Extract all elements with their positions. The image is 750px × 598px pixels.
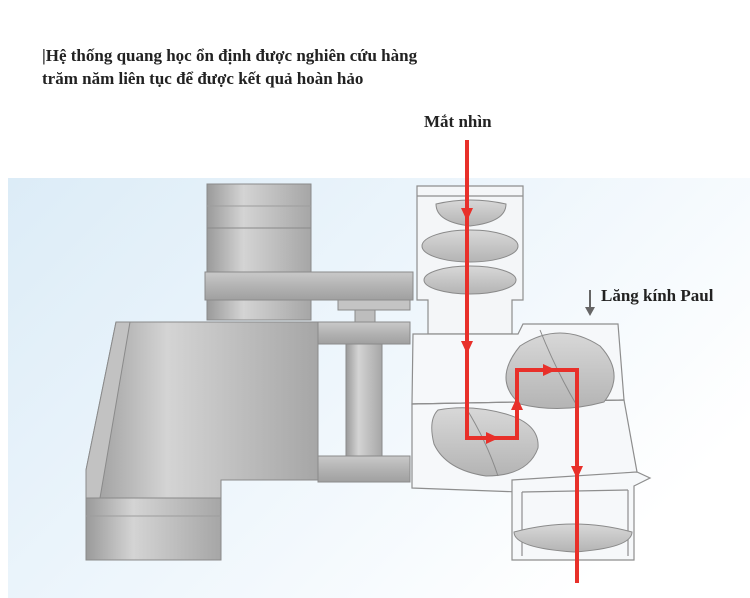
eyepiece-lens-group <box>421 199 519 295</box>
left-eyepiece-cylinder <box>206 183 312 321</box>
caption-text: |Hệ thống quang học ổn định được nghiên … <box>42 46 418 88</box>
central-focus-axle <box>317 321 411 483</box>
paul-prism-label: Lăng kính Paul <box>601 286 714 305</box>
paul-prism-pointer-arrow <box>585 290 595 316</box>
main-body-housing <box>85 321 319 561</box>
eye-label: Mắt nhìn <box>424 112 492 131</box>
light-path-arrowheads <box>461 208 583 479</box>
paul-prism-lower <box>431 407 539 477</box>
objective-lens <box>513 523 633 553</box>
bridge-bar <box>204 271 414 323</box>
